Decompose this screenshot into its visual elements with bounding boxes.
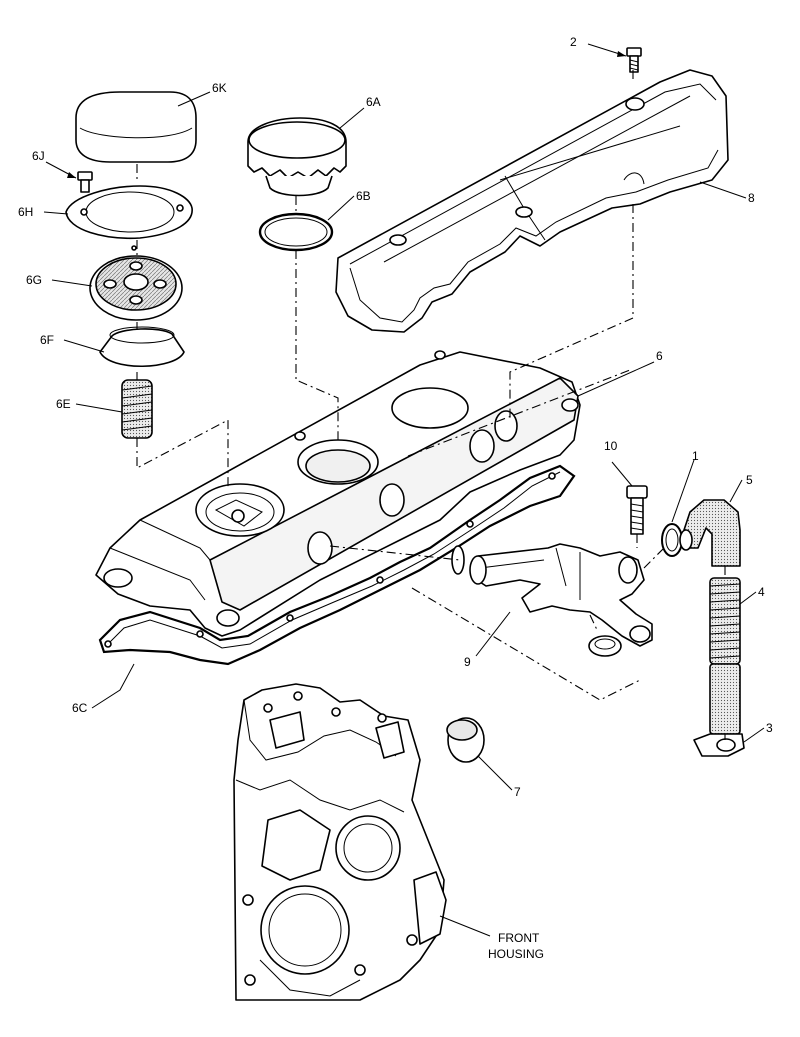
breather-cap-part-6k: [75, 91, 197, 163]
front-housing: [233, 683, 447, 1001]
callout-6: 6: [656, 349, 663, 363]
callout-6h: 6H: [18, 205, 33, 219]
callout-9: 9: [464, 655, 471, 669]
callout-3: 3: [766, 721, 773, 735]
cup-part-6f: [99, 326, 185, 367]
callout-6c: 6C: [72, 701, 88, 715]
callout-6k: 6K: [212, 81, 227, 95]
callout-1: 1: [692, 449, 699, 463]
callout-6b: 6B: [356, 189, 371, 203]
callout-6g: 6G: [26, 273, 42, 287]
callout-6e: 6E: [56, 397, 71, 411]
callout-5: 5: [746, 473, 753, 487]
callout-6j: 6J: [32, 149, 45, 163]
callout-2: 2: [570, 35, 577, 49]
callout-front-line2: HOUSING: [488, 947, 544, 961]
callout-8: 8: [748, 191, 755, 205]
callout-10: 10: [604, 439, 618, 453]
bolt-part-2: [626, 47, 642, 73]
o-ring-part-6b: [258, 212, 334, 252]
bolt-part-10: [626, 485, 648, 535]
callouts: 2 8 6K 6A 6B 6J 6H 6G 6F 6E 6 10 1 5 4 9…: [18, 35, 773, 961]
callout-4: 4: [758, 585, 765, 599]
leader-lines: [43, 43, 765, 937]
gasket-part-6c: [98, 464, 576, 666]
callout-7: 7: [514, 785, 521, 799]
filler-cap-part-6a: [247, 117, 347, 197]
diaphragm-part-6g: [89, 245, 183, 321]
callout-front-line1: FRONT: [498, 931, 540, 945]
clamp-part-1: [661, 523, 683, 557]
breather-tube-part-9: [451, 543, 653, 657]
tube-end-part-3: [693, 733, 745, 757]
assembly-lines: [136, 70, 726, 740]
callout-6f: 6F: [40, 333, 54, 347]
plate-part-6h: [65, 185, 193, 240]
screw-part-6j: [77, 171, 93, 193]
rocker-cover-part-8: [335, 69, 729, 333]
plug-part-7: [446, 717, 485, 763]
spring-part-6e: [121, 379, 153, 439]
corrugated-hose-part-4: [709, 577, 741, 735]
callout-6a: 6A: [366, 95, 381, 109]
elbow-hose-part-5: [679, 499, 741, 567]
valve-cover-part-6: [95, 350, 581, 637]
